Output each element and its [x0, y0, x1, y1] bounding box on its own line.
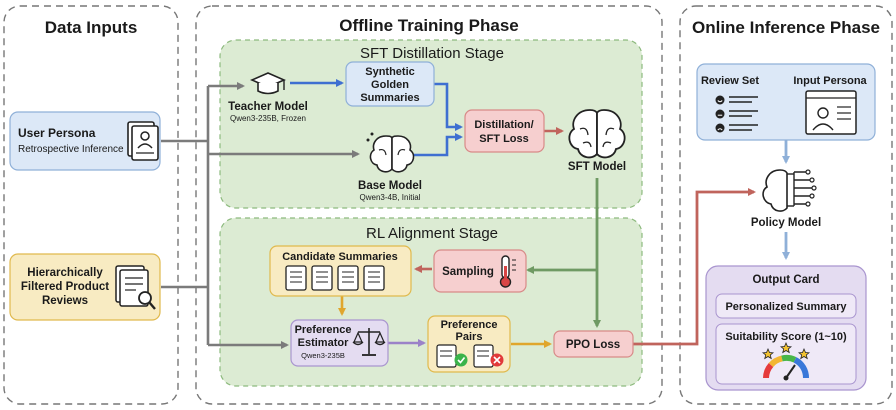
stage-title-sft: SFT Distillation Stage: [360, 45, 504, 62]
star-icon: [761, 347, 775, 360]
score-gauge-icon: [761, 341, 811, 381]
stage-title-rl: RL Alignment Stage: [366, 225, 498, 242]
panel-title-data-inputs: Data Inputs: [45, 18, 138, 37]
pairs-line1: Preference: [441, 319, 498, 331]
sampling-label: Sampling: [442, 266, 494, 278]
suitability-box: [715, 323, 857, 385]
teacher-sub: Qwen3-235B, Frozen: [230, 114, 306, 123]
reviews-line3: Reviews: [42, 295, 88, 307]
synthetic-line2: Golden: [371, 79, 409, 91]
panel-title-offline: Offline Training Phase: [339, 16, 518, 35]
ppo-loss-box: PPO Loss: [553, 330, 634, 358]
policy-model-label: Policy Model: [751, 217, 821, 229]
sft-model-label: SFT Model: [568, 161, 626, 173]
reviews-line1: Hierarchically: [27, 267, 103, 279]
output-card-title: Output Card: [752, 274, 819, 286]
base-model: Base Model Qwen3-4B, Initial: [358, 132, 422, 202]
estimator-line2: Estimator: [298, 337, 349, 349]
preference-pairs-box: Preference Pairs: [427, 315, 511, 373]
review-set-label: Review Set: [701, 75, 759, 87]
star-icon: [779, 341, 793, 354]
panel-title-online: Online Inference Phase: [692, 18, 880, 37]
panel-data-inputs: [3, 5, 179, 405]
suitability-label: Suitability Score (1~10): [725, 331, 847, 343]
sft-model: SFT Model: [568, 109, 626, 173]
user-persona-title: User Persona: [18, 126, 96, 140]
teacher-title: Teacher Model: [228, 101, 308, 113]
ppo-label: PPO Loss: [566, 339, 620, 351]
arrow-base-to-loss: [412, 133, 463, 157]
distillation-loss-box: Distillation/ SFT Loss: [464, 109, 545, 153]
user-persona-sub: Retrospective Inference: [18, 144, 124, 155]
brain-icon: [366, 132, 415, 173]
input-persona-label: Input Persona: [793, 75, 867, 87]
persona-window-icon: [805, 90, 857, 135]
brain-icon: [568, 109, 626, 159]
personalized-summary-box: [715, 293, 857, 319]
personalized-summary-label: Personalized Summary: [725, 301, 847, 313]
product-reviews-box: Hierarchically Filtered Product Reviews: [9, 253, 161, 321]
persona-card-icon: [127, 121, 159, 161]
accepted-doc-icon: [436, 344, 468, 368]
balance-scale-icon: [352, 328, 386, 356]
output-card: Output Card Personalized Summary Suitabi…: [705, 265, 867, 391]
policy-model: Policy Model: [751, 169, 821, 229]
thermometer-icon: [499, 255, 516, 288]
arrow-synthetic-to-loss: [434, 82, 463, 131]
synthetic-line1: Synthetic: [365, 66, 415, 78]
star-icon: [797, 347, 811, 360]
reviews-line2: Filtered Product: [21, 281, 109, 293]
synthetic-line3: Summaries: [360, 92, 419, 104]
candidates-label: Candidate Summaries: [282, 251, 398, 263]
teacher-model: Teacher Model Qwen3-235B, Frozen: [228, 72, 308, 123]
rejected-doc-icon: [473, 344, 504, 368]
estimator-sub: Qwen3-235B: [301, 351, 345, 360]
loss-line1: Distillation/: [474, 119, 533, 131]
preference-estimator-box: Preference Estimator Qwen3-235B: [290, 319, 389, 367]
base-sub: Qwen3-4B, Initial: [360, 193, 421, 202]
estimator-line1: Preference: [295, 324, 352, 336]
document-stack-icon: [285, 265, 385, 291]
online-input-box: Review Set Input Persona: [696, 63, 876, 141]
graduation-cap-icon: [250, 72, 286, 95]
neural-brain-icon: [762, 169, 817, 212]
sampling-box: Sampling: [433, 249, 527, 293]
synthetic-summaries-box: Synthetic Golden Summaries: [345, 61, 435, 107]
base-title: Base Model: [358, 180, 422, 192]
review-list-icon: [715, 95, 758, 133]
panel-offline: [195, 5, 663, 405]
user-persona-box: User Persona Retrospective Inference: [9, 111, 161, 171]
arrow-ppo-to-policy: [633, 188, 756, 346]
candidate-summaries-box: Candidate Summaries: [269, 245, 412, 297]
pairs-line2: Pairs: [456, 331, 483, 343]
panel-online: [679, 5, 893, 405]
loss-line2: SFT Loss: [479, 133, 529, 145]
document-magnifier-icon: [115, 265, 156, 310]
